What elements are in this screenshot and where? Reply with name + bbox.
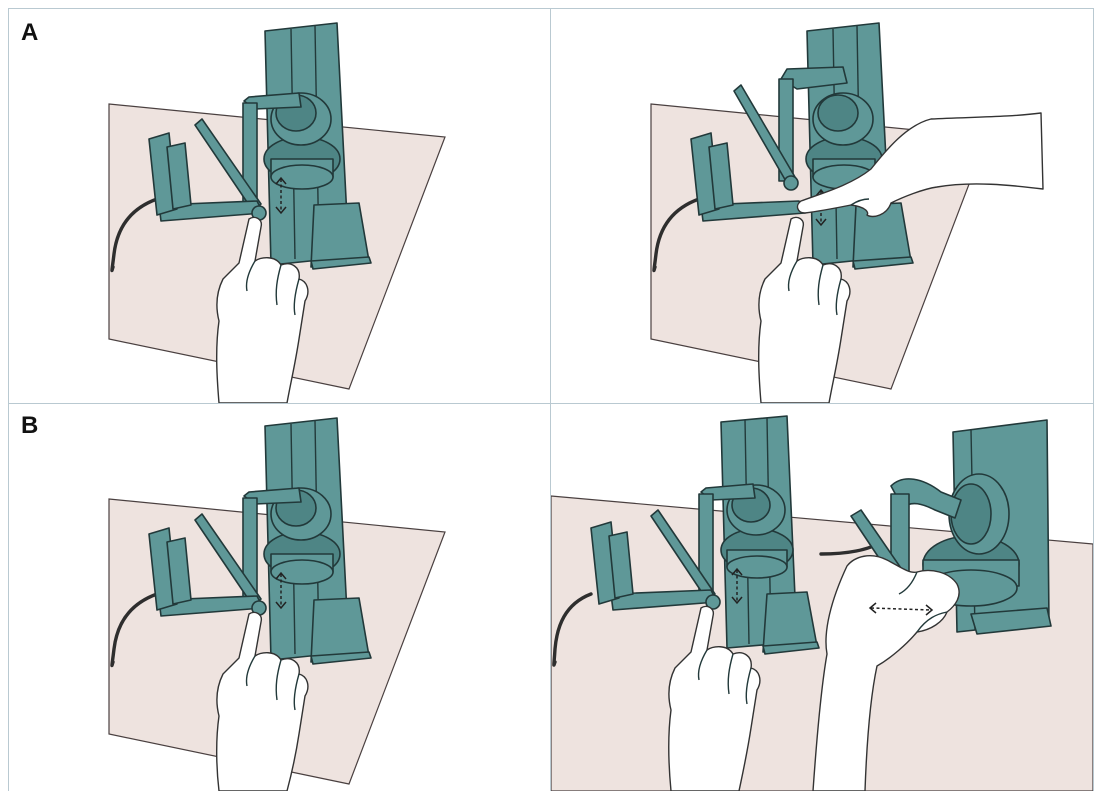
panel-label-b: B xyxy=(21,412,38,440)
panel-a-right xyxy=(551,9,1093,403)
haptic-device-icon xyxy=(9,9,550,403)
haptic-device-icon xyxy=(551,404,1093,791)
frame-right xyxy=(1093,8,1094,791)
panel-b-right xyxy=(551,404,1093,791)
haptic-device-icon xyxy=(9,404,550,791)
panel-a-left: A xyxy=(9,9,550,403)
panel-label-a: A xyxy=(21,19,38,47)
panel-b-left: B xyxy=(9,404,550,791)
haptic-device-icon xyxy=(551,9,1093,403)
